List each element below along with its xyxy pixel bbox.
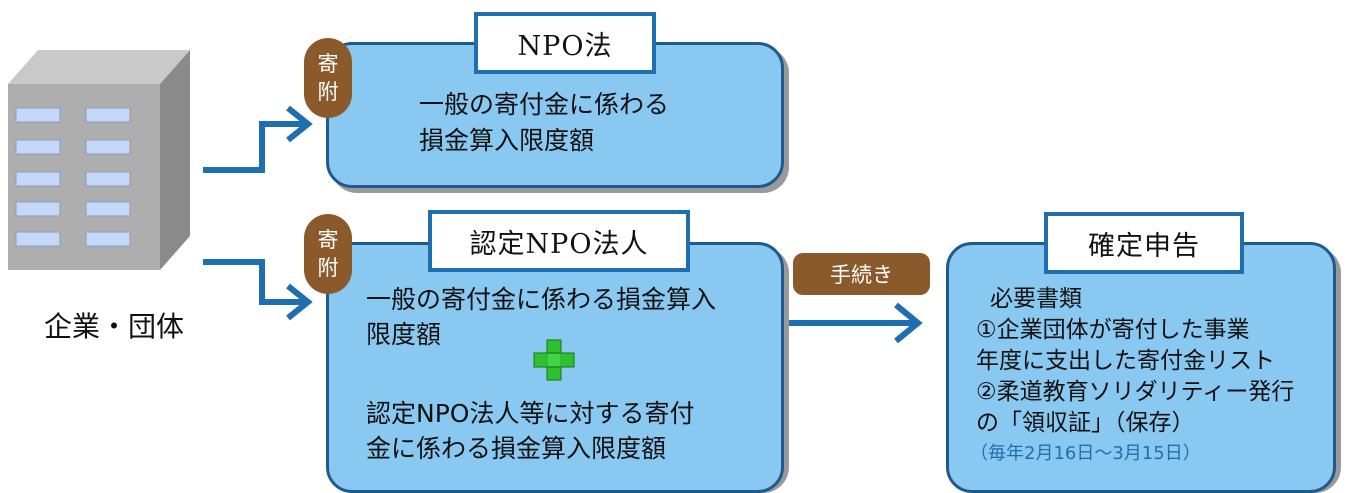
building-icon bbox=[8, 50, 190, 270]
nintei-title: 認定NPO法人 bbox=[428, 210, 690, 272]
kakutei-line2: ①企業団体が寄付した事業 bbox=[976, 317, 1250, 343]
nintei-line3: 認定NPO法人等に対する寄付 bbox=[366, 399, 695, 428]
npo-badge: 寄 附 bbox=[304, 38, 352, 118]
npo-title: NPO法 bbox=[474, 12, 656, 74]
building-label: 企業・団体 bbox=[44, 310, 185, 343]
nintei-line1: 一般の寄付金に係わる損金算入 bbox=[366, 285, 717, 314]
nintei-line2: 限度額 bbox=[366, 320, 442, 349]
kakutei-line1: 必要書類 bbox=[990, 286, 1082, 312]
kakutei-period: （毎年2月16日～3月15日） bbox=[970, 443, 1201, 464]
badge-bottom: 附 bbox=[317, 256, 339, 280]
badge-top: 寄 bbox=[317, 228, 339, 252]
plus-icon bbox=[533, 339, 575, 381]
arrow-to-npo bbox=[203, 121, 305, 173]
kakutei-line5: の「領収証」（保存） bbox=[976, 410, 1195, 436]
badge-bottom: 附 bbox=[317, 80, 339, 104]
npo-line1: 一般の寄付金に係わる bbox=[419, 90, 670, 119]
npo-line2: 損金算入限度額 bbox=[419, 126, 595, 155]
arrow-to-nintei bbox=[203, 259, 305, 305]
badge-top: 寄 bbox=[317, 52, 339, 76]
kakutei-line3: 年度に支出した寄付金リスト bbox=[976, 348, 1275, 374]
kakutei-box bbox=[946, 242, 1336, 493]
kakutei-title: 確定申告 bbox=[1044, 212, 1244, 274]
procedure-label: 手続き bbox=[793, 253, 930, 295]
nintei-line4: 金に係わる損金算入限度額 bbox=[366, 434, 667, 463]
kakutei-line4: ②柔道教育ソリダリティー発行 bbox=[976, 379, 1295, 405]
nintei-badge: 寄 附 bbox=[304, 214, 352, 294]
